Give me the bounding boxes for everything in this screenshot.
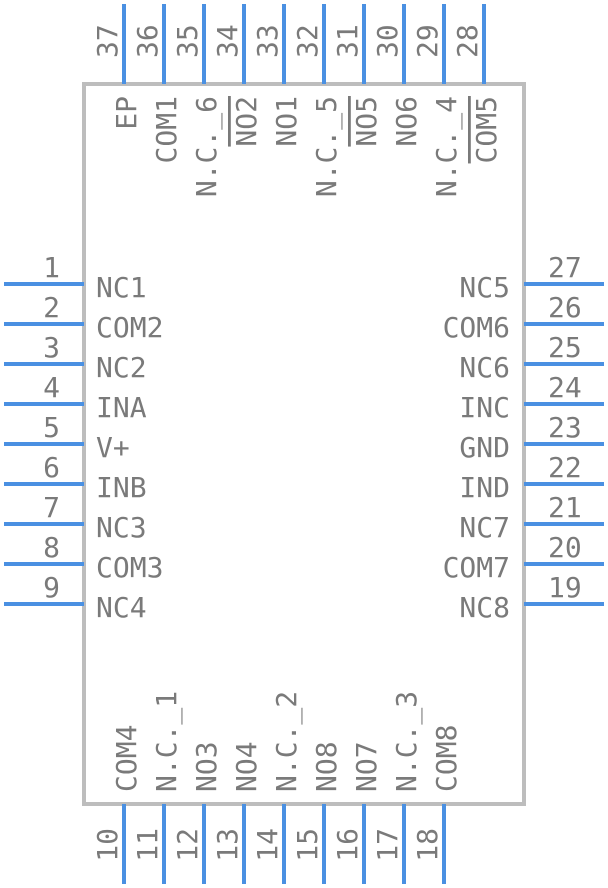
pin-number: 6 (43, 451, 60, 484)
pin-label: NC6 (459, 351, 510, 384)
pin-number: 12 (171, 828, 204, 862)
pin-number: 18 (411, 828, 444, 862)
pin-label: NO4 (230, 741, 263, 792)
pin-number: 25 (548, 331, 582, 364)
pin-label: INA (96, 391, 147, 424)
pin-label: GND (459, 431, 510, 464)
pin-label: COM5 (470, 96, 503, 163)
pin-number: 36 (131, 24, 164, 58)
pin-label: NC8 (459, 591, 510, 624)
pin-number: 14 (251, 828, 284, 862)
pin-label: NO2 (230, 96, 263, 147)
pin-number: 37 (91, 24, 124, 58)
pin-number: 19 (548, 571, 582, 604)
pin-label: COM1 (150, 96, 183, 163)
pin-label: N.C._4 (430, 96, 464, 197)
pin-label: NC4 (96, 591, 147, 624)
pin-number: 23 (548, 411, 582, 444)
pin-label: INC (459, 391, 510, 424)
pin-label: N.C._2 (270, 691, 304, 792)
pin-label: NC7 (459, 511, 510, 544)
pin-number: 30 (371, 24, 404, 58)
pin-number: 17 (371, 828, 404, 862)
pin-number: 29 (411, 24, 444, 58)
pin-number: 16 (331, 828, 364, 862)
pin-label: NC2 (96, 351, 147, 384)
pin-number: 5 (43, 411, 60, 444)
pin-label: INB (96, 471, 147, 504)
pin-label: COM7 (443, 551, 510, 584)
pin-label: N.C._1 (150, 691, 184, 792)
pin-number: 11 (131, 828, 164, 862)
pin-label: NO6 (390, 96, 423, 147)
pin-label: V+ (96, 431, 130, 464)
pin-number: 31 (331, 24, 364, 58)
pin-number: 2 (43, 291, 60, 324)
pin-number: 8 (43, 531, 60, 564)
pin-number: 26 (548, 291, 582, 324)
pin-label: N.C._5 (310, 96, 344, 197)
pin-number: 27 (548, 251, 582, 284)
pin-label: N.C._6 (190, 96, 224, 197)
pin-number: 33 (251, 24, 284, 58)
pin-number: 28 (451, 24, 484, 58)
pin-label: EP (110, 96, 143, 130)
pin-label: NO7 (350, 741, 383, 792)
pin-label: NO3 (190, 741, 223, 792)
pin-label: COM2 (96, 311, 163, 344)
pin-number: 22 (548, 451, 582, 484)
pin-number: 15 (291, 828, 324, 862)
pin-label: NO5 (350, 96, 383, 147)
pin-number: 32 (291, 24, 324, 58)
pin-number: 24 (548, 371, 582, 404)
pin-label: N.C._3 (390, 691, 424, 792)
pin-number: 20 (548, 531, 582, 564)
pins-layer: 1NC12COM23NC24INA5V+6INB7NC38COM39NC427N… (4, 4, 604, 884)
pin-number: 4 (43, 371, 60, 404)
pin-label: NC1 (96, 271, 147, 304)
pin-number: 13 (211, 828, 244, 862)
pin-label: IND (459, 471, 510, 504)
pin-number: 10 (91, 828, 124, 862)
ic-body-outline (82, 82, 526, 806)
pin-label: NC3 (96, 511, 147, 544)
pin-label: COM3 (96, 551, 163, 584)
pin-label: COM6 (443, 311, 510, 344)
pin-label: NO8 (310, 741, 343, 792)
pin-number: 21 (548, 491, 582, 524)
pin-number: 3 (43, 331, 60, 364)
pin-label: COM4 (110, 725, 143, 792)
pin-number: 35 (171, 24, 204, 58)
pin-number: 7 (43, 491, 60, 524)
pin-label: NC5 (459, 271, 510, 304)
pin-number: 34 (211, 24, 244, 58)
pin-label: NO1 (270, 96, 303, 147)
pin-label: COM8 (430, 725, 463, 792)
pin-number: 1 (43, 251, 60, 284)
pin-number: 9 (43, 571, 60, 604)
